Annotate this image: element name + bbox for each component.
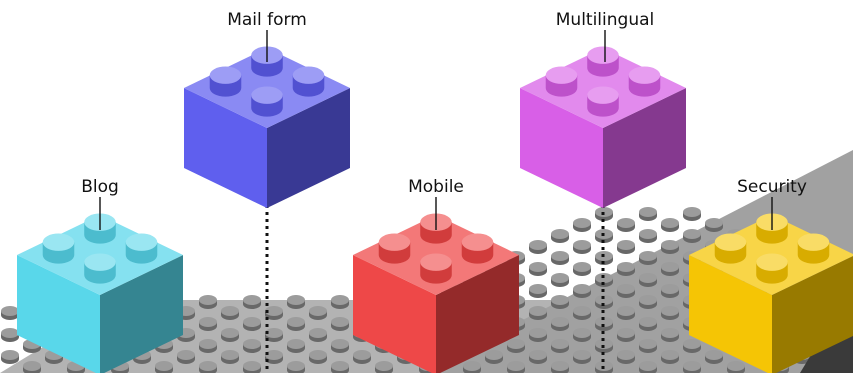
brick-stud	[378, 233, 411, 264]
brick-right-face	[100, 255, 183, 373]
label-mail-form: Mail form	[227, 10, 307, 30]
brick-stud	[628, 66, 661, 97]
brick-stud	[461, 233, 494, 264]
brick-stud	[84, 253, 116, 284]
brick-stud	[125, 233, 158, 264]
brick-stud	[42, 233, 75, 264]
label-blog: Blog	[81, 177, 119, 197]
label-mobile: Mobile	[408, 177, 464, 197]
brick-left-face	[689, 255, 772, 373]
label-security: Security	[737, 177, 807, 197]
brick-stud	[714, 233, 747, 264]
brick-mobile	[353, 213, 519, 373]
brick-blog	[17, 213, 183, 373]
brick-stud	[587, 86, 619, 117]
brick-stud	[545, 66, 578, 97]
brick-right-face	[436, 255, 519, 373]
brick-multilingual	[520, 46, 686, 208]
brick-security	[689, 213, 853, 373]
brick-left-face	[17, 255, 100, 373]
brick-stud	[251, 86, 283, 117]
brick-left-face	[353, 255, 436, 373]
brick-stud	[587, 46, 619, 77]
brick-stud	[209, 66, 242, 97]
brick-stud	[292, 66, 325, 97]
brick-right-face	[772, 255, 853, 373]
brick-mail-form	[184, 46, 350, 208]
brick-stud	[420, 253, 452, 284]
label-multilingual: Multilingual	[555, 10, 655, 30]
brick-stud	[797, 233, 830, 264]
brick-stud	[756, 253, 788, 284]
